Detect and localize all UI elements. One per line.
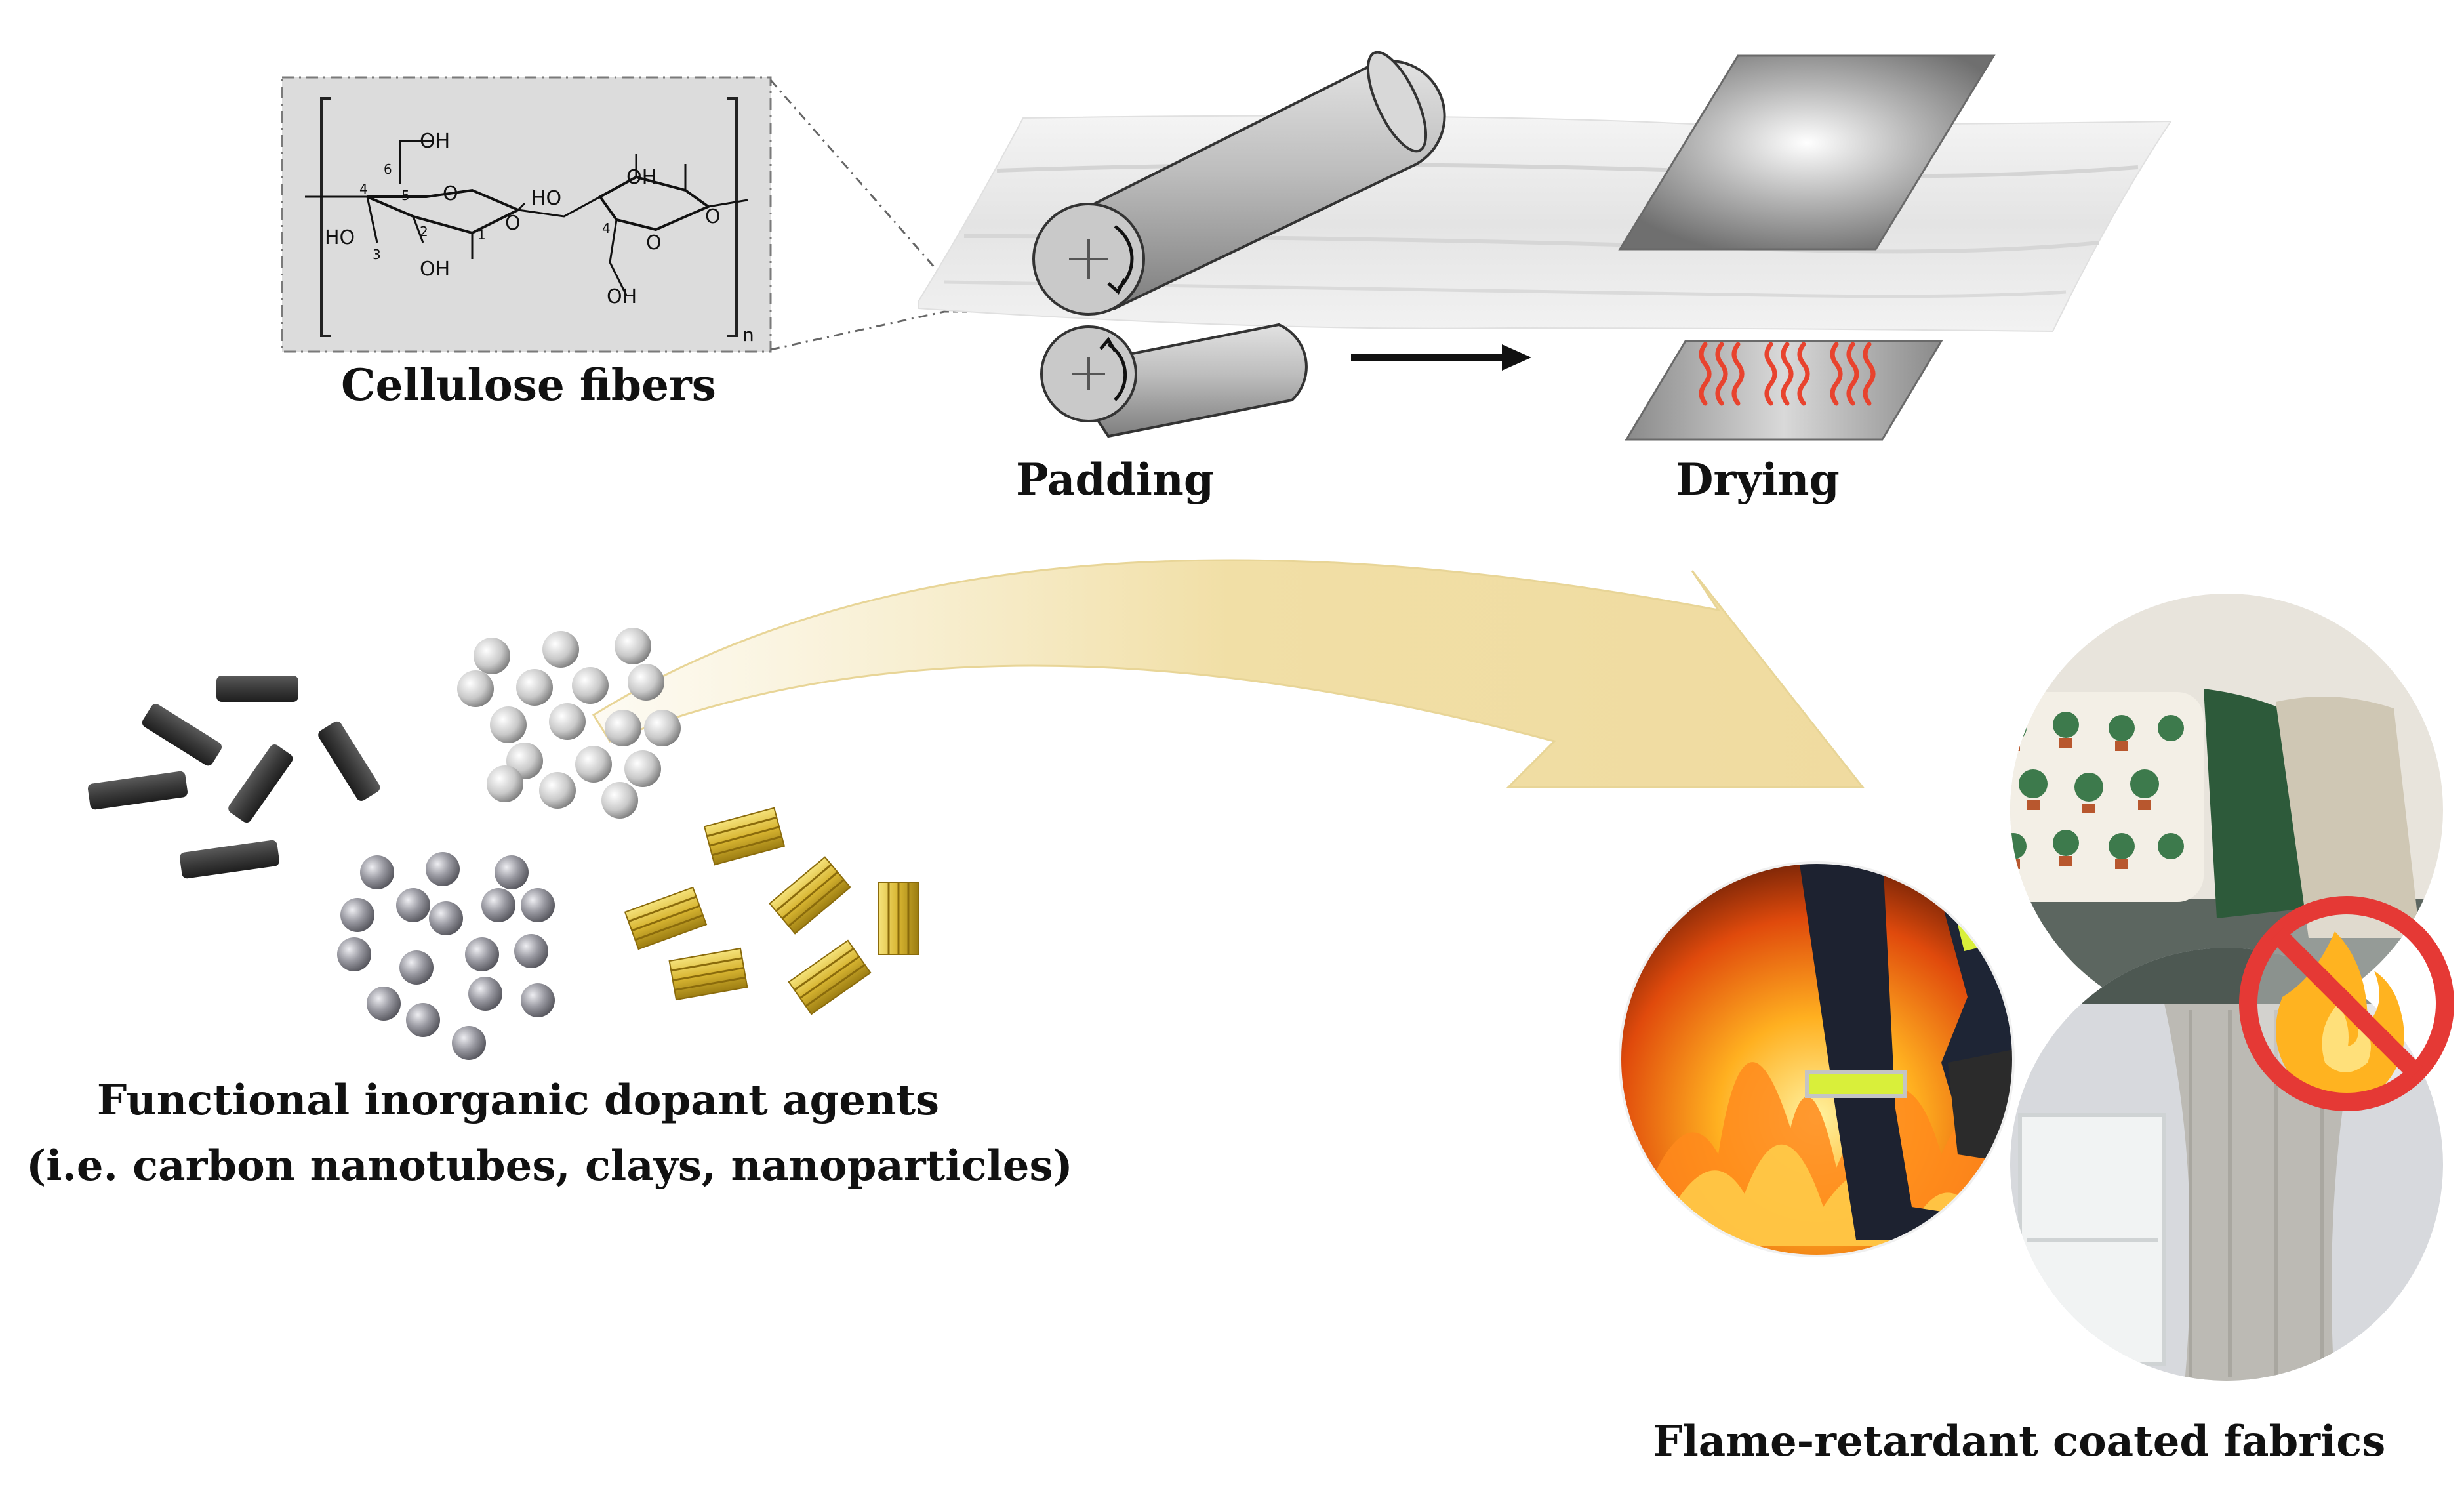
ring-oxygen-1: O (443, 182, 458, 205)
carbon-4: 4 (359, 181, 368, 197)
hydroxyl-oh-2: OH (420, 258, 450, 281)
firefighter-photo (1620, 863, 2013, 1256)
heat-waves-icon (1699, 342, 1876, 406)
white-nanoparticles (457, 628, 681, 819)
carbon-4b: 4 (602, 220, 611, 236)
flow-arrow (592, 559, 1865, 788)
gray-nanoparticles (337, 852, 555, 1060)
hydroxyl-oh-6: OH (607, 285, 637, 308)
cellulose-structure: OH OH HO HO OH OH O O O O 6 5 4 3 2 1 4 … (281, 76, 772, 353)
carbon-2: 2 (420, 224, 428, 239)
nanotubes (87, 676, 380, 879)
hydroxyl-ho-3: HO (325, 226, 355, 249)
padding-label: Padding (1015, 454, 1215, 505)
dopants-title: Functional inorganic dopant agents (96, 1076, 940, 1125)
zoom-lines (769, 79, 946, 351)
carbon-5: 5 (401, 188, 410, 203)
padding-rollers (1032, 51, 1446, 438)
drying-unit (1618, 54, 1996, 441)
carbon-1: 1 (477, 227, 486, 243)
hydroxyl-oh-5: OH (626, 166, 656, 189)
carbon-6: 6 (384, 161, 392, 177)
coated-fabrics-label: Flame-retardant coated fabrics (1653, 1417, 2386, 1466)
hydroxyl-oh-1: OH (420, 130, 450, 153)
drying-label: Drying (1676, 454, 1840, 505)
repeat-subscript: n (742, 324, 754, 346)
bridge-oxygen: O (505, 212, 521, 235)
end-oxygen: O (705, 205, 721, 228)
ring-oxygen-2: O (646, 232, 662, 255)
cellulose-fibers-label: Cellulose fibers (341, 359, 716, 411)
hydroxyl-ho-4: HO (531, 187, 561, 210)
clay-platelets (624, 807, 919, 1015)
no-fire-icon (2239, 896, 2454, 1111)
dopants-examples: (i.e. carbon nanotubes, clays, nanoparti… (26, 1141, 1073, 1191)
carbon-3: 3 (373, 247, 381, 262)
